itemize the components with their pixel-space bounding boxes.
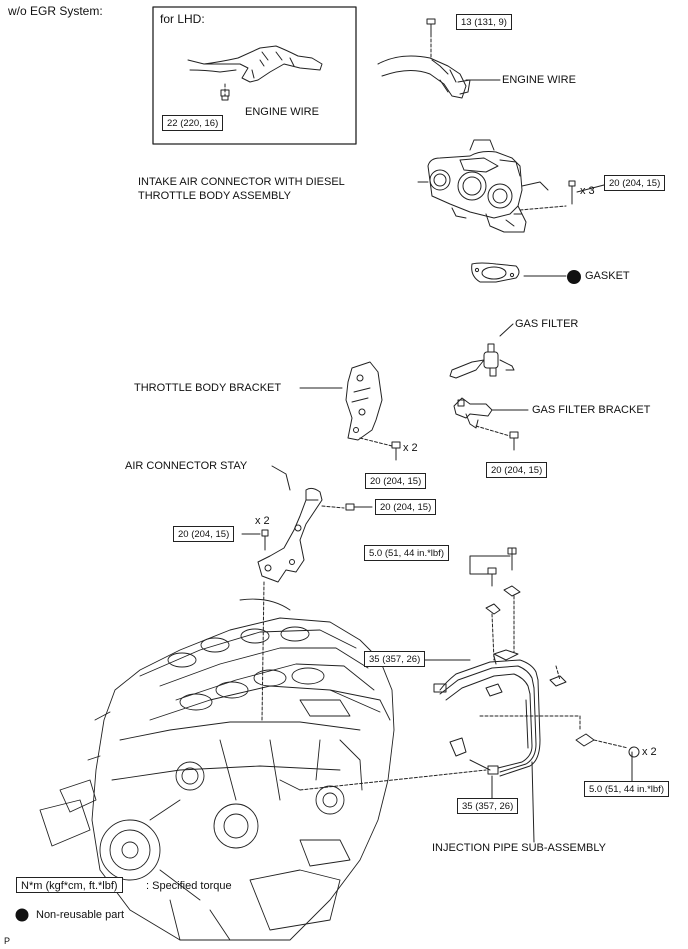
torque-box-stay-left: 20 (204, 15) [173, 526, 235, 542]
throttle-body-bracket-part [299, 361, 401, 461]
torque-box-35-left: 35 (357, 26) [364, 651, 426, 667]
label-engine-wire: ENGINE WIRE [502, 74, 576, 86]
gas-filter-bracket-part [453, 397, 529, 451]
torque-box-13: 13 (131, 9) [456, 14, 512, 30]
label-gasket: GASKET [585, 270, 630, 282]
legend-nonreusable-dot [15, 908, 29, 922]
figure-code: P [4, 936, 11, 946]
label-gas-filter: GAS FILTER [515, 318, 579, 330]
inset-frame [152, 6, 357, 145]
legend-nonreusable-text: Non-reusable part [36, 909, 125, 921]
engine-wire-assembly [377, 18, 501, 99]
torque-box-5-right: 5.0 (51, 44 in.*lbf) [584, 781, 669, 797]
gas-filter-part [449, 323, 515, 379]
injection-pipe-part [299, 547, 640, 843]
inset-engine-wire-label: ENGINE WIRE [245, 106, 319, 118]
torque-box-stay-right: 20 (204, 15) [375, 499, 437, 515]
torque-box-filter: 20 (204, 15) [486, 462, 548, 478]
leader-lines [469, 184, 605, 771]
legend-torque-box: N*m (kgf*cm, ft.*lbf) [16, 877, 123, 893]
inset-engine-wire [187, 45, 323, 101]
torque-box-35-bottom: 35 (357, 26) [457, 798, 519, 814]
legend-torque-desc: : Specified torque [146, 880, 232, 892]
engine-block [39, 598, 395, 941]
inset-torque-box: 22 (220, 16) [162, 115, 224, 131]
label-intake-line2: THROTTLE BODY ASSEMBLY [138, 190, 292, 202]
label-injection-pipe: INJECTION PIPE SUB-ASSEMBLY [432, 842, 607, 854]
label-gas-filter-bracket: GAS FILTER BRACKET [532, 404, 651, 416]
gasket-nonreusable-dot [567, 270, 581, 284]
multiplier-x2-bracket: x 2 [403, 442, 418, 454]
air-connector-stay-part [241, 465, 373, 721]
multiplier-x2-stay: x 2 [255, 515, 270, 527]
gasket-part [471, 262, 567, 283]
throttle-body [417, 139, 576, 233]
torque-box-bracket: 20 (204, 15) [365, 473, 427, 489]
label-throttle-bracket: THROTTLE BODY BRACKET [134, 382, 282, 394]
label-air-connector-stay: AIR CONNECTOR STAY [125, 460, 248, 472]
inset-title: for LHD: [160, 12, 205, 26]
multiplier-x3: x 3 [580, 185, 595, 197]
torque-box-throttle: 20 (204, 15) [604, 175, 666, 191]
multiplier-x2-right: x 2 [642, 746, 657, 758]
page-title: w/o EGR System: [8, 4, 103, 18]
torque-box-5-top: 5.0 (51, 44 in.*lbf) [364, 545, 449, 561]
label-intake-line1: INTAKE AIR CONNECTOR WITH DIESEL [138, 176, 345, 188]
